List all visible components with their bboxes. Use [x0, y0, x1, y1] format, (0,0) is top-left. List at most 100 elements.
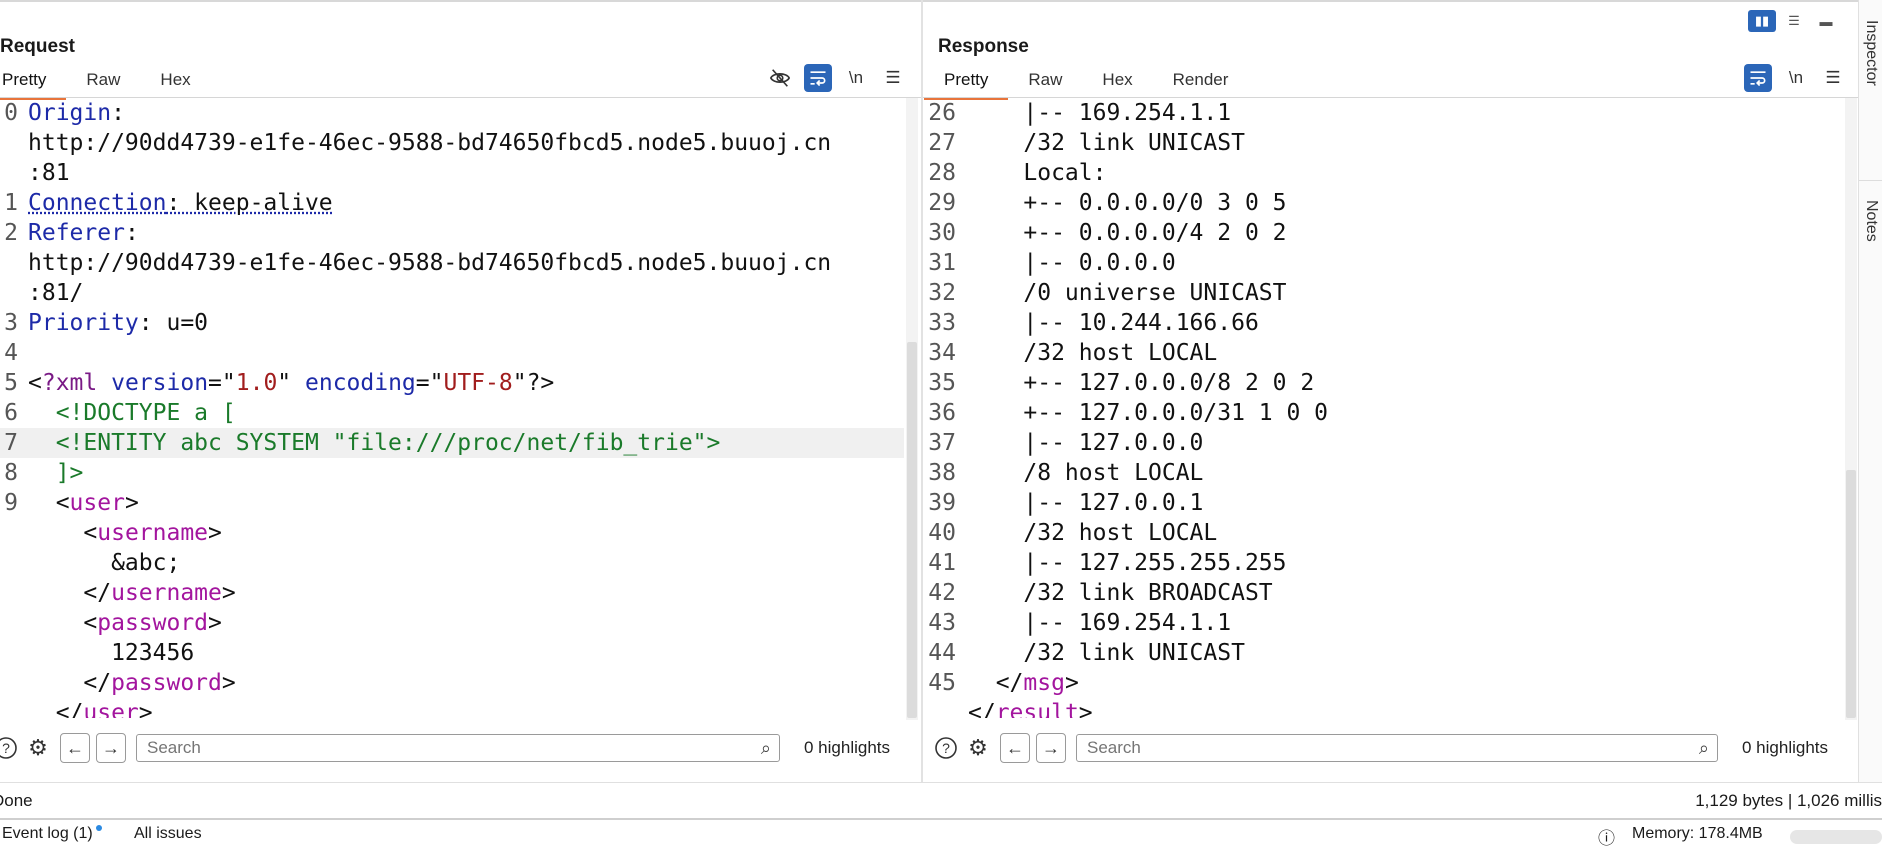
newline-toggle[interactable]: \n [842, 64, 870, 92]
code-line: 6 <!DOCTYPE a [ [0, 398, 904, 428]
request-tab-pretty[interactable]: Pretty [0, 66, 66, 98]
code-token: " [277, 370, 305, 396]
code-token: version [111, 370, 208, 396]
line-number: 26 [926, 98, 956, 128]
next-arrow-icon[interactable]: → [96, 733, 126, 763]
response-tab-render[interactable]: Render [1153, 66, 1249, 98]
response-help-icon[interactable]: ? [930, 732, 962, 764]
line-number [0, 278, 18, 308]
code-token: result [996, 700, 1079, 718]
code-token: <!ENTITY abc SYSTEM "file:///proc/net/fi… [28, 430, 720, 456]
response-tab-raw[interactable]: Raw [1008, 66, 1082, 98]
layout-stacked-icon[interactable]: ☰ [1780, 10, 1808, 32]
code-line: 33 |-- 10.244.166.66 [926, 308, 1844, 338]
response-search-input[interactable] [1085, 737, 1699, 759]
request-pane-title: Request [0, 36, 75, 58]
code-token: > [1079, 700, 1093, 718]
code-text: Referer: [28, 218, 139, 248]
code-line: <username> [0, 518, 904, 548]
code-token: |-- 10.244.166.66 [968, 310, 1259, 336]
code-token: =" [208, 370, 236, 396]
code-line: 29 +-- 0.0.0.0/0 3 0 5 [926, 188, 1844, 218]
line-number [0, 578, 18, 608]
code-text: /32 link UNICAST [968, 638, 1245, 668]
previous-arrow-icon[interactable]: ← [60, 733, 90, 763]
response-newline-toggle[interactable]: \n [1782, 64, 1810, 92]
code-line: http://90dd4739-e1fe-46ec-9588-bd74650fb… [0, 128, 904, 158]
right-sidebar: Inspector Notes [1858, 0, 1882, 782]
request-editor[interactable]: 0Origin:http://90dd4739-e1fe-46ec-9588-b… [0, 98, 904, 718]
layout-tabs-icon[interactable]: ▬ [1812, 10, 1840, 32]
code-line: 31 |-- 0.0.0.0 [926, 248, 1844, 278]
code-line: 28 Local: [926, 158, 1844, 188]
request-tab-raw[interactable]: Raw [66, 66, 140, 98]
code-text: <?xml version="1.0" encoding="UTF-8"?> [28, 368, 554, 398]
response-search-field[interactable]: ⌕ [1076, 734, 1718, 762]
code-token: |-- 169.254.1.1 [968, 100, 1231, 126]
line-number: 33 [926, 308, 956, 338]
layout-side-by-side-icon[interactable]: ▮▮ [1748, 10, 1776, 32]
request-search-bar: ? ⚙ ← → ⌕ 0 highlights [0, 728, 921, 768]
line-number: 4 [0, 338, 18, 368]
code-line: http://90dd4739-e1fe-46ec-9588-bd74650fb… [0, 248, 904, 278]
code-text: <user> [28, 488, 139, 518]
response-size-timing: 1,129 bytes | 1,026 millis [1695, 791, 1882, 811]
line-number [926, 698, 956, 718]
response-scrollbar-thumb[interactable] [1846, 470, 1856, 718]
code-text: /32 host LOCAL [968, 338, 1217, 368]
code-token: : [125, 220, 139, 246]
code-line: 27 /32 link UNICAST [926, 128, 1844, 158]
code-token: |-- 127.0.0.0 [968, 430, 1203, 456]
help-icon[interactable]: ? [0, 732, 22, 764]
response-word-wrap-icon[interactable] [1744, 64, 1772, 92]
code-token: +-- 0.0.0.0/4 2 0 2 [968, 220, 1287, 246]
top-border [0, 0, 1882, 2]
code-line: 9 <user> [0, 488, 904, 518]
code-line: </username> [0, 578, 904, 608]
code-token: http://90dd4739-e1fe-46ec-9588-bd74650fb… [28, 250, 831, 276]
code-text: </user> [28, 698, 153, 718]
inspector-tab[interactable]: Inspector [1862, 20, 1880, 86]
word-wrap-icon[interactable] [804, 64, 832, 92]
code-token: |-- 169.254.1.1 [968, 610, 1231, 636]
request-tab-hex[interactable]: Hex [140, 66, 210, 98]
request-search-field[interactable]: ⌕ [136, 734, 780, 762]
request-search-input[interactable] [145, 737, 761, 759]
code-line: 45 </msg> [926, 668, 1844, 698]
info-icon[interactable]: ⓘ [1598, 824, 1615, 849]
code-text: Connection: keep-alive [28, 188, 333, 218]
notes-tab[interactable]: Notes [1862, 200, 1880, 242]
status-text: Done [0, 791, 33, 811]
code-text: Local: [968, 158, 1106, 188]
response-menu-icon[interactable]: ☰ [1819, 64, 1847, 92]
line-number [0, 668, 18, 698]
svg-text:?: ? [2, 740, 10, 756]
code-text: +-- 0.0.0.0/0 3 0 5 [968, 188, 1287, 218]
line-number: 9 [0, 488, 18, 518]
code-text: |-- 127.0.0.0 [968, 428, 1203, 458]
request-scrollbar-thumb[interactable] [907, 342, 917, 718]
event-log-tab[interactable]: Event log (1) [2, 825, 102, 843]
code-token: password [111, 670, 222, 696]
response-settings-gear-icon[interactable]: ⚙ [962, 732, 994, 764]
response-editor[interactable]: 26 |-- 169.254.1.127 /32 link UNICAST28 … [926, 98, 1844, 718]
response-tab-pretty[interactable]: Pretty [924, 66, 1008, 98]
code-text: <password> [28, 608, 222, 638]
code-line: 44 /32 link UNICAST [926, 638, 1844, 668]
code-text: Priority: u=0 [28, 308, 208, 338]
settings-gear-icon[interactable]: ⚙ [22, 732, 54, 764]
line-number: 35 [926, 368, 956, 398]
hide-headers-icon[interactable] [766, 64, 794, 92]
pane-divider[interactable] [921, 0, 923, 782]
code-line: 41 |-- 127.255.255.255 [926, 548, 1844, 578]
code-text: </msg> [968, 668, 1079, 698]
response-tab-hex[interactable]: Hex [1082, 66, 1152, 98]
all-issues-tab[interactable]: All issues [134, 825, 202, 843]
response-previous-arrow-icon[interactable]: ← [1000, 733, 1030, 763]
response-next-arrow-icon[interactable]: → [1036, 733, 1066, 763]
code-token: username [97, 520, 208, 546]
code-line: 3Priority: u=0 [0, 308, 904, 338]
code-line: 36 +-- 127.0.0.0/31 1 0 0 [926, 398, 1844, 428]
code-token: : u=0 [139, 310, 208, 336]
menu-icon[interactable]: ☰ [879, 64, 907, 92]
